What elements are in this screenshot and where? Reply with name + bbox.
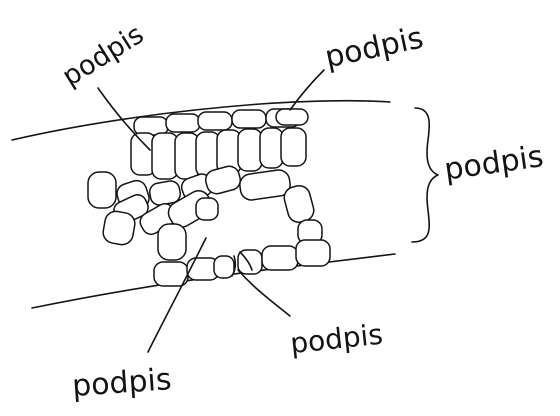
- label-right-brace: podpis: [442, 139, 545, 188]
- leaf-thickness-brace: [412, 108, 438, 242]
- leader-line-top-right: [290, 70, 324, 110]
- label-top-left: podpis: [57, 19, 149, 93]
- leader-line-bottom-right: [238, 270, 290, 316]
- label-bottom-left: podpis: [71, 362, 173, 404]
- label-bottom-right: podpis: [289, 318, 385, 361]
- label-top-right: podpis: [322, 20, 427, 75]
